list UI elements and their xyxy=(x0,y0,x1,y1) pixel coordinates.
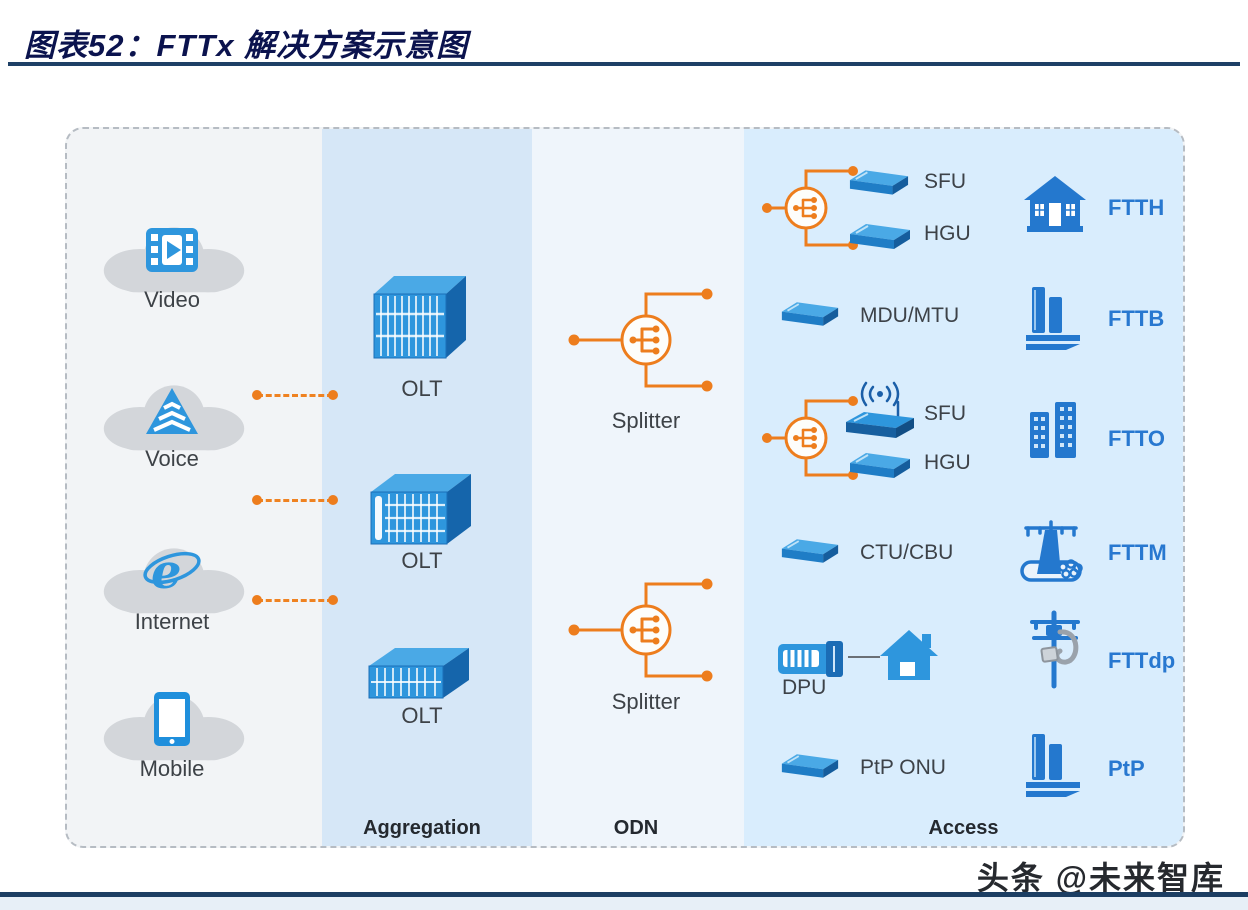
mdu-mtu-icon xyxy=(780,298,840,329)
connector-dot xyxy=(328,390,338,400)
splitter-label-1: Splitter xyxy=(611,408,681,433)
hgu-ont-icon xyxy=(848,219,912,253)
connector-dot xyxy=(252,595,262,605)
olt-label-1: OLT xyxy=(401,376,443,401)
figure-title: 图表52：FTTx 解决方案示意图 xyxy=(24,28,469,63)
antenna-tower-icon xyxy=(1016,518,1086,582)
service-label-internet: Internet xyxy=(134,609,210,634)
building-base-icon xyxy=(1022,283,1086,351)
sfu-ont-icon xyxy=(848,166,910,198)
splitter-icon-2 xyxy=(566,574,726,686)
connector-internet-olt xyxy=(252,595,338,605)
ftth-label: FTTH xyxy=(1108,195,1165,220)
internet-explorer-icon xyxy=(142,545,202,595)
fttdp-label: FTTdp xyxy=(1108,648,1176,673)
ftto-label: FTTO xyxy=(1108,426,1166,451)
ptp-onu-icon xyxy=(780,750,840,781)
watermark: 头条 @未来智库 xyxy=(976,860,1225,896)
dpu-label: DPU xyxy=(782,676,827,699)
distribution-point-icon xyxy=(1026,608,1086,690)
ptp-label: PtP xyxy=(1108,756,1145,781)
connector-dot xyxy=(328,495,338,505)
office-towers-icon xyxy=(1022,398,1086,464)
dpu-house-icon xyxy=(878,626,940,684)
mdu-mtu-label: MDU/MTU xyxy=(860,304,960,327)
connector-dot xyxy=(252,495,262,505)
service-label-voice: Voice xyxy=(145,446,199,471)
hgu-label-2: HGU xyxy=(924,451,971,474)
ctu-cbu-icon xyxy=(780,535,840,566)
mobile-phone-icon xyxy=(152,690,192,748)
dpu-connector-icon xyxy=(776,634,850,682)
hgu-ont-icon-2 xyxy=(848,448,912,482)
video-film-icon xyxy=(146,228,198,272)
access-band xyxy=(744,129,1183,846)
fttm-label: FTTM xyxy=(1108,540,1167,565)
house-icon xyxy=(1022,172,1088,234)
bottom-rule xyxy=(0,892,1248,897)
wifi-router-icon xyxy=(840,380,918,446)
olt-label-3: OLT xyxy=(401,703,443,728)
connector-dot xyxy=(328,595,338,605)
splitter-icon-1 xyxy=(566,284,726,396)
odn-band xyxy=(532,129,744,846)
voice-pyramid-icon xyxy=(144,386,200,438)
fttb-label: FTTB xyxy=(1108,306,1165,331)
ptp-onu-label: PtP ONU xyxy=(860,756,946,779)
bottom-strip xyxy=(0,897,1248,910)
ctu-cbu-label: CTU/CBU xyxy=(860,541,954,564)
connector-dot xyxy=(252,390,262,400)
olt-chassis-icon xyxy=(368,266,472,362)
column-label-access: Access xyxy=(928,817,999,839)
service-label-mobile: Mobile xyxy=(139,756,205,781)
building-base-icon-2 xyxy=(1022,730,1086,798)
olt-rack-icon xyxy=(365,468,477,550)
splitter-label-2: Splitter xyxy=(611,689,681,714)
connector-mid-olt xyxy=(252,495,338,505)
hgu-label-1: HGU xyxy=(924,222,971,245)
dpu-house-link xyxy=(848,656,880,658)
connector-voice-olt xyxy=(252,390,338,400)
service-label-video: Video xyxy=(144,287,200,312)
column-label-odn: ODN xyxy=(613,817,659,839)
olt-shelf-icon xyxy=(363,644,475,702)
diagram-panel xyxy=(65,127,1185,848)
sfu-label-2: SFU xyxy=(924,402,966,425)
column-label-aggregation: Aggregation xyxy=(363,817,481,839)
olt-label-2: OLT xyxy=(401,548,443,573)
title-rule xyxy=(8,62,1240,66)
sfu-label-1: SFU xyxy=(924,170,966,193)
